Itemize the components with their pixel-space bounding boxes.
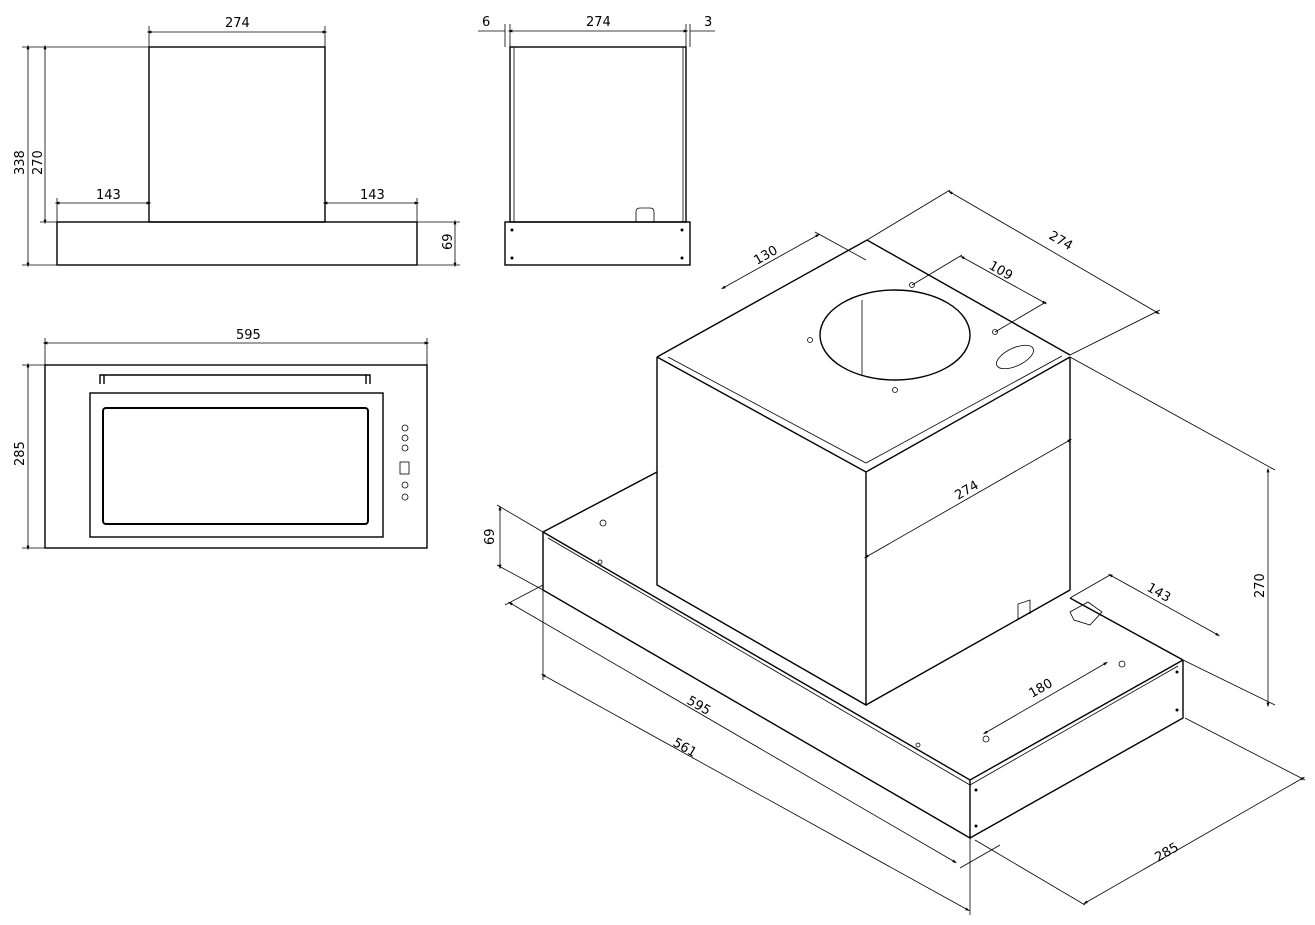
front-left-side-label: 143 <box>96 188 121 203</box>
side-view: 6 274 3 <box>478 15 715 266</box>
isometric-view: 130 274 109 274 270 143 180 69 595 561 2… <box>483 189 1306 915</box>
iso-overall-depth-label: 285 <box>1153 840 1182 865</box>
front-body-height-label: 270 <box>31 150 46 175</box>
iso-base-height-label: 69 <box>483 528 498 545</box>
iso-inner-width-label: 561 <box>670 735 699 760</box>
iso-hole-spacing-label: 109 <box>986 258 1015 283</box>
bottom-width-label: 595 <box>236 328 261 343</box>
side-right-offset-label: 3 <box>704 15 712 30</box>
side-width-label: 274 <box>586 15 611 30</box>
front-base-height-label: 69 <box>441 233 456 250</box>
front-top-width-label: 274 <box>225 16 250 31</box>
iso-hole-offset-label: 130 <box>752 243 781 268</box>
bottom-depth-label: 285 <box>13 441 28 466</box>
front-right-side-label: 143 <box>360 188 385 203</box>
bottom-view: 595 285 <box>13 328 430 551</box>
iso-body-width-label: 274 <box>953 478 982 503</box>
front-total-height-label: 338 <box>13 150 28 175</box>
side-left-offset-label: 6 <box>482 15 490 30</box>
iso-body-height-label: 270 <box>1253 573 1268 598</box>
iso-overall-width-label: 595 <box>684 693 713 718</box>
front-view: 274 338 270 143 143 69 <box>13 16 460 268</box>
iso-mount-spacing-label: 180 <box>1027 676 1056 701</box>
